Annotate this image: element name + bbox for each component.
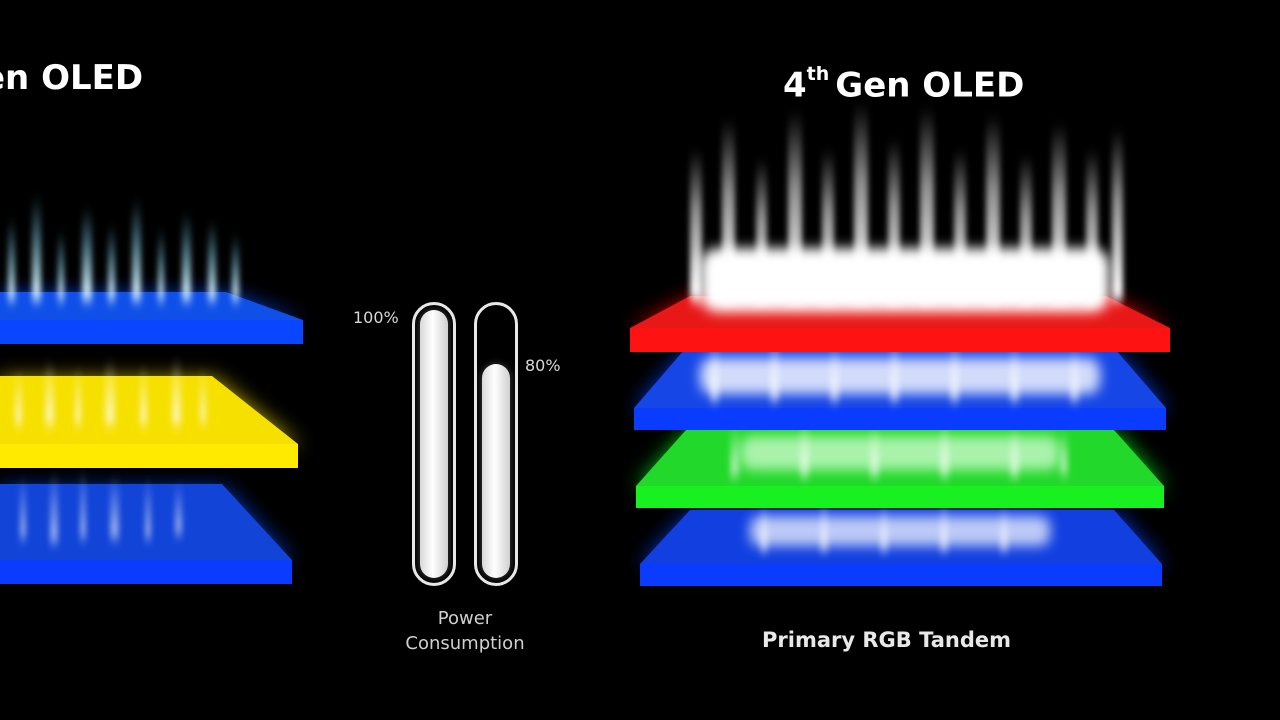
title-number: 4 (783, 65, 807, 106)
right-layer-red (630, 104, 1170, 352)
title-rest: Gen OLED (835, 65, 1025, 106)
right-panel-caption: Primary RGB Tandem (762, 628, 1011, 652)
left-layer-blue-top (0, 196, 304, 344)
power-gauge-4th-gen (412, 302, 456, 586)
left-layer-yellow (0, 358, 300, 468)
power-consumption-label: Power Consumption (380, 606, 550, 656)
power-gauge-fill (420, 310, 448, 578)
right-layer-blue-bottom (640, 500, 1164, 586)
power-gauge-fill (482, 364, 510, 578)
power-label-line2: Consumption (405, 633, 525, 654)
right-layer-green (636, 418, 1166, 508)
right-layer-blue-middle (634, 336, 1168, 430)
right-layer-stack (630, 104, 1170, 586)
power-gauge-comparison (474, 302, 518, 586)
title-ordinal-suffix: th (806, 63, 830, 85)
gauge-label-80: 80% (525, 356, 561, 375)
left-layer-stack (0, 196, 304, 584)
left-panel-title: en OLED (0, 58, 144, 98)
gauge-label-100: 100% (353, 308, 399, 327)
left-layer-blue-bottom (0, 470, 293, 584)
power-label-line1: Power (437, 608, 493, 629)
